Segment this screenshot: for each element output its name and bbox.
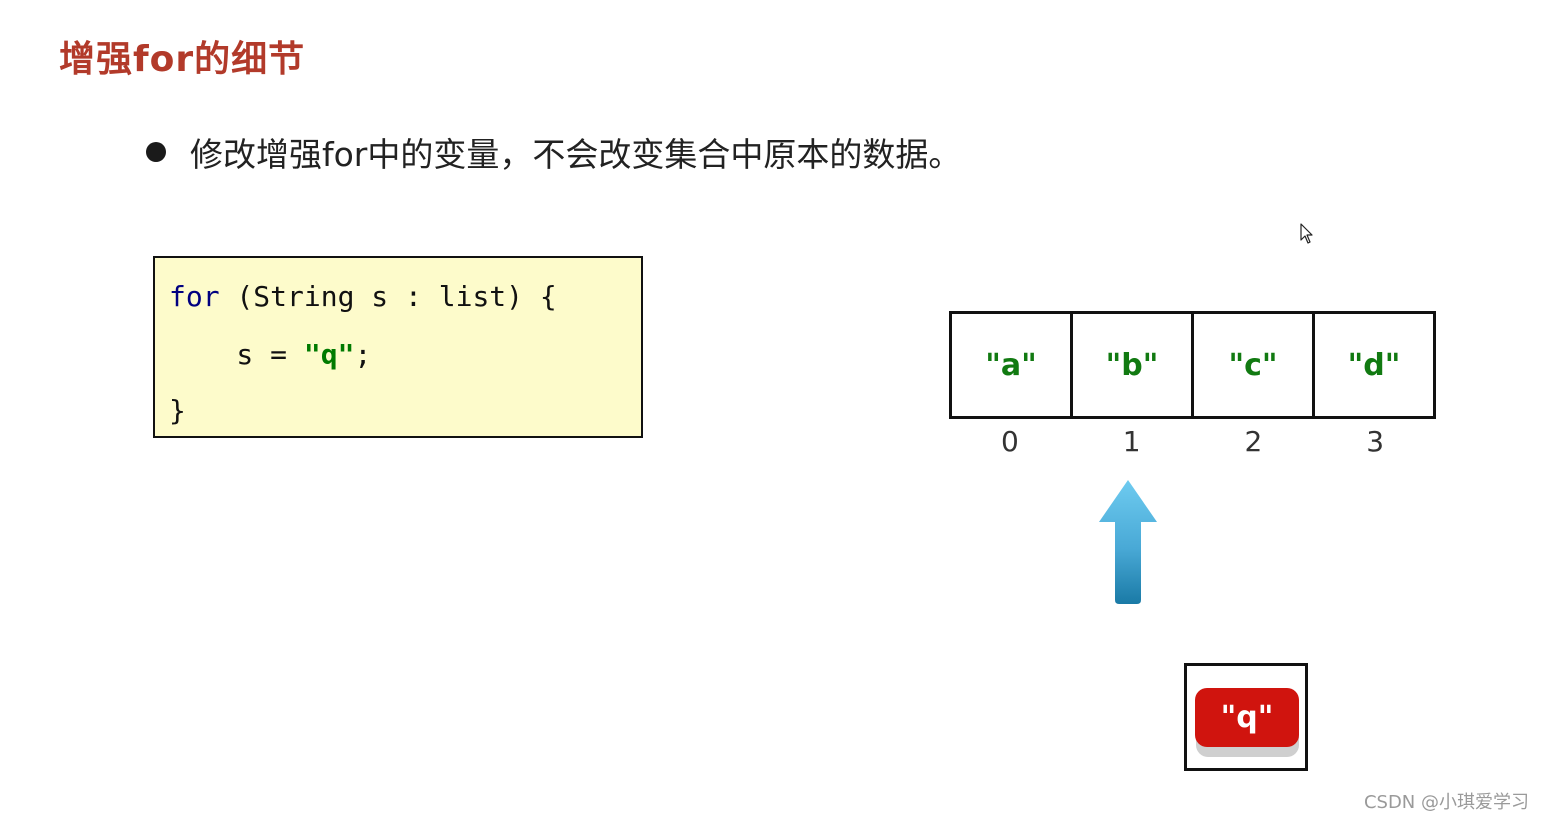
code-line-2-suffix: ; <box>354 338 372 371</box>
code-line-1: for (String s : list) { <box>169 280 557 313</box>
bullet-point: 修改增强for中的变量，不会改变集合中原本的数据。 <box>146 128 961 176</box>
variable-value-pill: "q" <box>1195 688 1299 747</box>
list-cell: "b" <box>1070 314 1191 416</box>
list-index: 1 <box>1122 425 1141 458</box>
list-indices: 0 1 2 3 <box>949 425 1436 458</box>
up-arrow-icon <box>1099 480 1157 604</box>
code-line-2: s = "q"; <box>169 338 371 371</box>
code-line-3: } <box>169 394 186 427</box>
list-cell: "c" <box>1191 314 1312 416</box>
code-string-literal: "q" <box>303 338 355 371</box>
list-index: 2 <box>1244 425 1263 458</box>
code-keyword-for: for <box>169 280 220 313</box>
list-array: "a" "b" "c" "d" <box>949 311 1436 419</box>
bullet-text: 修改增强for中的变量，不会改变集合中原本的数据。 <box>190 135 962 174</box>
mouse-cursor-icon <box>1300 223 1313 244</box>
code-line-1-rest: (String s : list) { <box>219 280 557 313</box>
slide-title: 增强for的细节 <box>59 39 306 80</box>
list-index: 0 <box>1000 425 1019 458</box>
list-index: 3 <box>1366 425 1385 458</box>
code-snippet: for (String s : list) { s = "q"; } <box>153 256 643 438</box>
bullet-dot-icon <box>146 142 166 162</box>
variable-box <box>1184 663 1308 771</box>
list-cell: "d" <box>1312 314 1433 416</box>
watermark-text: CSDN @小琪爱学习 <box>1363 792 1529 813</box>
code-line-2-prefix: s = <box>169 338 304 371</box>
list-cell: "a" <box>985 347 1037 383</box>
